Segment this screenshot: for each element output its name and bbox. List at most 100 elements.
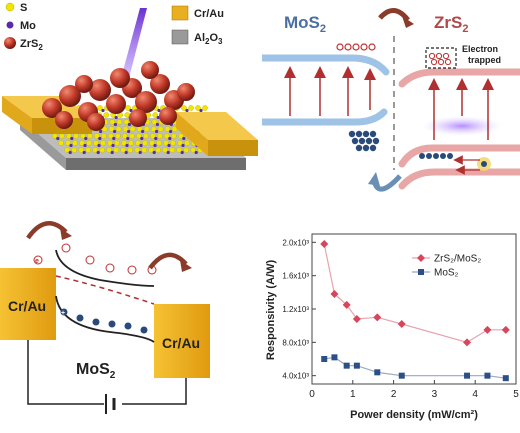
mo-atom <box>82 150 86 155</box>
zrs2-ball <box>59 85 81 107</box>
zrs2-ball <box>87 113 105 131</box>
zrs2-ball-icon <box>4 37 16 49</box>
s-atom <box>100 140 106 146</box>
s-atom <box>170 140 176 146</box>
data-point-zrs2-mos2 <box>463 338 472 347</box>
band-zrs2-title: ZrS2 <box>434 13 468 35</box>
data-point-zrs2-mos2 <box>342 300 351 309</box>
s-atom <box>134 147 140 153</box>
excitation-glow <box>422 116 502 136</box>
mo-atom <box>194 150 198 155</box>
data-point-mos2 <box>484 372 491 379</box>
legend-label: ZrS₂/MoS₂ <box>434 254 481 265</box>
device-schematic-panel: S Mo ZrS2 Cr/Au Al2O3 <box>0 0 260 200</box>
mo-atom <box>157 108 161 113</box>
s-atom <box>113 147 119 153</box>
s-atom <box>150 126 157 132</box>
zrs2-ball <box>177 83 195 101</box>
trap-label-line2: trapped <box>468 55 501 65</box>
data-point-zrs2-mos2 <box>373 313 382 322</box>
mo-atom <box>167 143 171 148</box>
right-contact-label: Cr/Au <box>162 335 200 351</box>
s-atom <box>127 147 133 153</box>
mo-atom <box>168 136 172 141</box>
data-point-mos2 <box>398 372 405 379</box>
zrs2-valence-band-upper <box>398 144 520 168</box>
plot-frame <box>311 233 517 385</box>
mo-atom <box>166 150 170 155</box>
legend-marker <box>418 269 424 275</box>
mo-atom <box>69 143 73 148</box>
legend-substrate-label: Al2O3 <box>194 32 223 46</box>
mos2-valence-band <box>258 108 388 126</box>
s-atom <box>163 140 169 146</box>
s-atom <box>103 112 109 118</box>
x-tick-label: 1 <box>350 389 356 400</box>
s-atom <box>99 147 105 153</box>
s-atom <box>59 133 65 139</box>
y-tick-label: 1.2x10³ <box>282 305 309 314</box>
zrs2-ball <box>106 94 126 114</box>
mo-atom <box>56 136 60 141</box>
s-atom <box>129 126 136 132</box>
x-tick-label: 0 <box>309 389 315 400</box>
series-line-1 <box>324 356 506 379</box>
s-atom <box>92 147 98 153</box>
trapped-electrons <box>428 52 452 66</box>
mo-atom <box>127 122 131 127</box>
s-atom <box>156 140 162 146</box>
mo-atom <box>70 136 74 141</box>
data-point-mos2 <box>331 354 338 361</box>
mo-atom <box>98 136 102 141</box>
zrs2-ball <box>89 79 111 101</box>
s-atom <box>148 147 154 153</box>
s-atom <box>108 126 115 132</box>
channel-holes <box>60 308 148 334</box>
mo-atom-icon <box>6 21 14 29</box>
left-contact-label: Cr/Au <box>8 298 46 314</box>
data-point-zrs2-mos2 <box>330 290 339 298</box>
x-axis-label: Power density (mW/cm²) <box>350 409 478 421</box>
s-atom <box>115 133 121 139</box>
channel-diagram-panel: Cr/Au Cr/Au e + MoS2 <box>0 208 260 428</box>
s-atom <box>109 119 116 125</box>
mo-atom <box>155 122 159 127</box>
s-atom <box>72 140 78 146</box>
s-atom <box>78 147 84 153</box>
electron-symbol: e <box>35 258 39 265</box>
zrs2-ball <box>135 91 157 113</box>
data-point-mos2 <box>374 369 381 376</box>
s-atom <box>151 119 158 125</box>
transfer-arrow-top <box>378 8 410 22</box>
mo-atom <box>113 129 117 134</box>
mos2-electrons <box>336 43 376 51</box>
mo-atom <box>84 136 88 141</box>
mos2-holes <box>348 130 380 152</box>
trap-label-line1: Electron <box>462 44 498 54</box>
zrs2-ball <box>55 111 73 129</box>
s-atom <box>122 126 129 132</box>
mo-atom <box>96 150 100 155</box>
s-atom <box>202 105 208 111</box>
s-atom <box>142 133 149 139</box>
mo-atom <box>113 122 117 127</box>
mo-atom <box>185 108 189 113</box>
s-atom <box>114 140 120 146</box>
s-atom <box>183 147 189 153</box>
mo-atom <box>199 108 203 113</box>
s-atom <box>169 147 175 153</box>
mo-atom <box>126 136 130 141</box>
x-tick-label: 5 <box>513 389 519 400</box>
data-point-zrs2-mos2 <box>483 325 492 334</box>
channel-mos2-label: MoS2 <box>76 361 116 381</box>
s-atom <box>107 140 113 146</box>
s-atom <box>101 126 108 132</box>
light-beam <box>120 8 147 82</box>
s-atom <box>164 126 171 132</box>
mo-atom <box>152 150 156 155</box>
band-mos2-title: MoS2 <box>284 13 326 35</box>
x-tick-label: 4 <box>472 389 478 400</box>
s-atom <box>120 147 126 153</box>
